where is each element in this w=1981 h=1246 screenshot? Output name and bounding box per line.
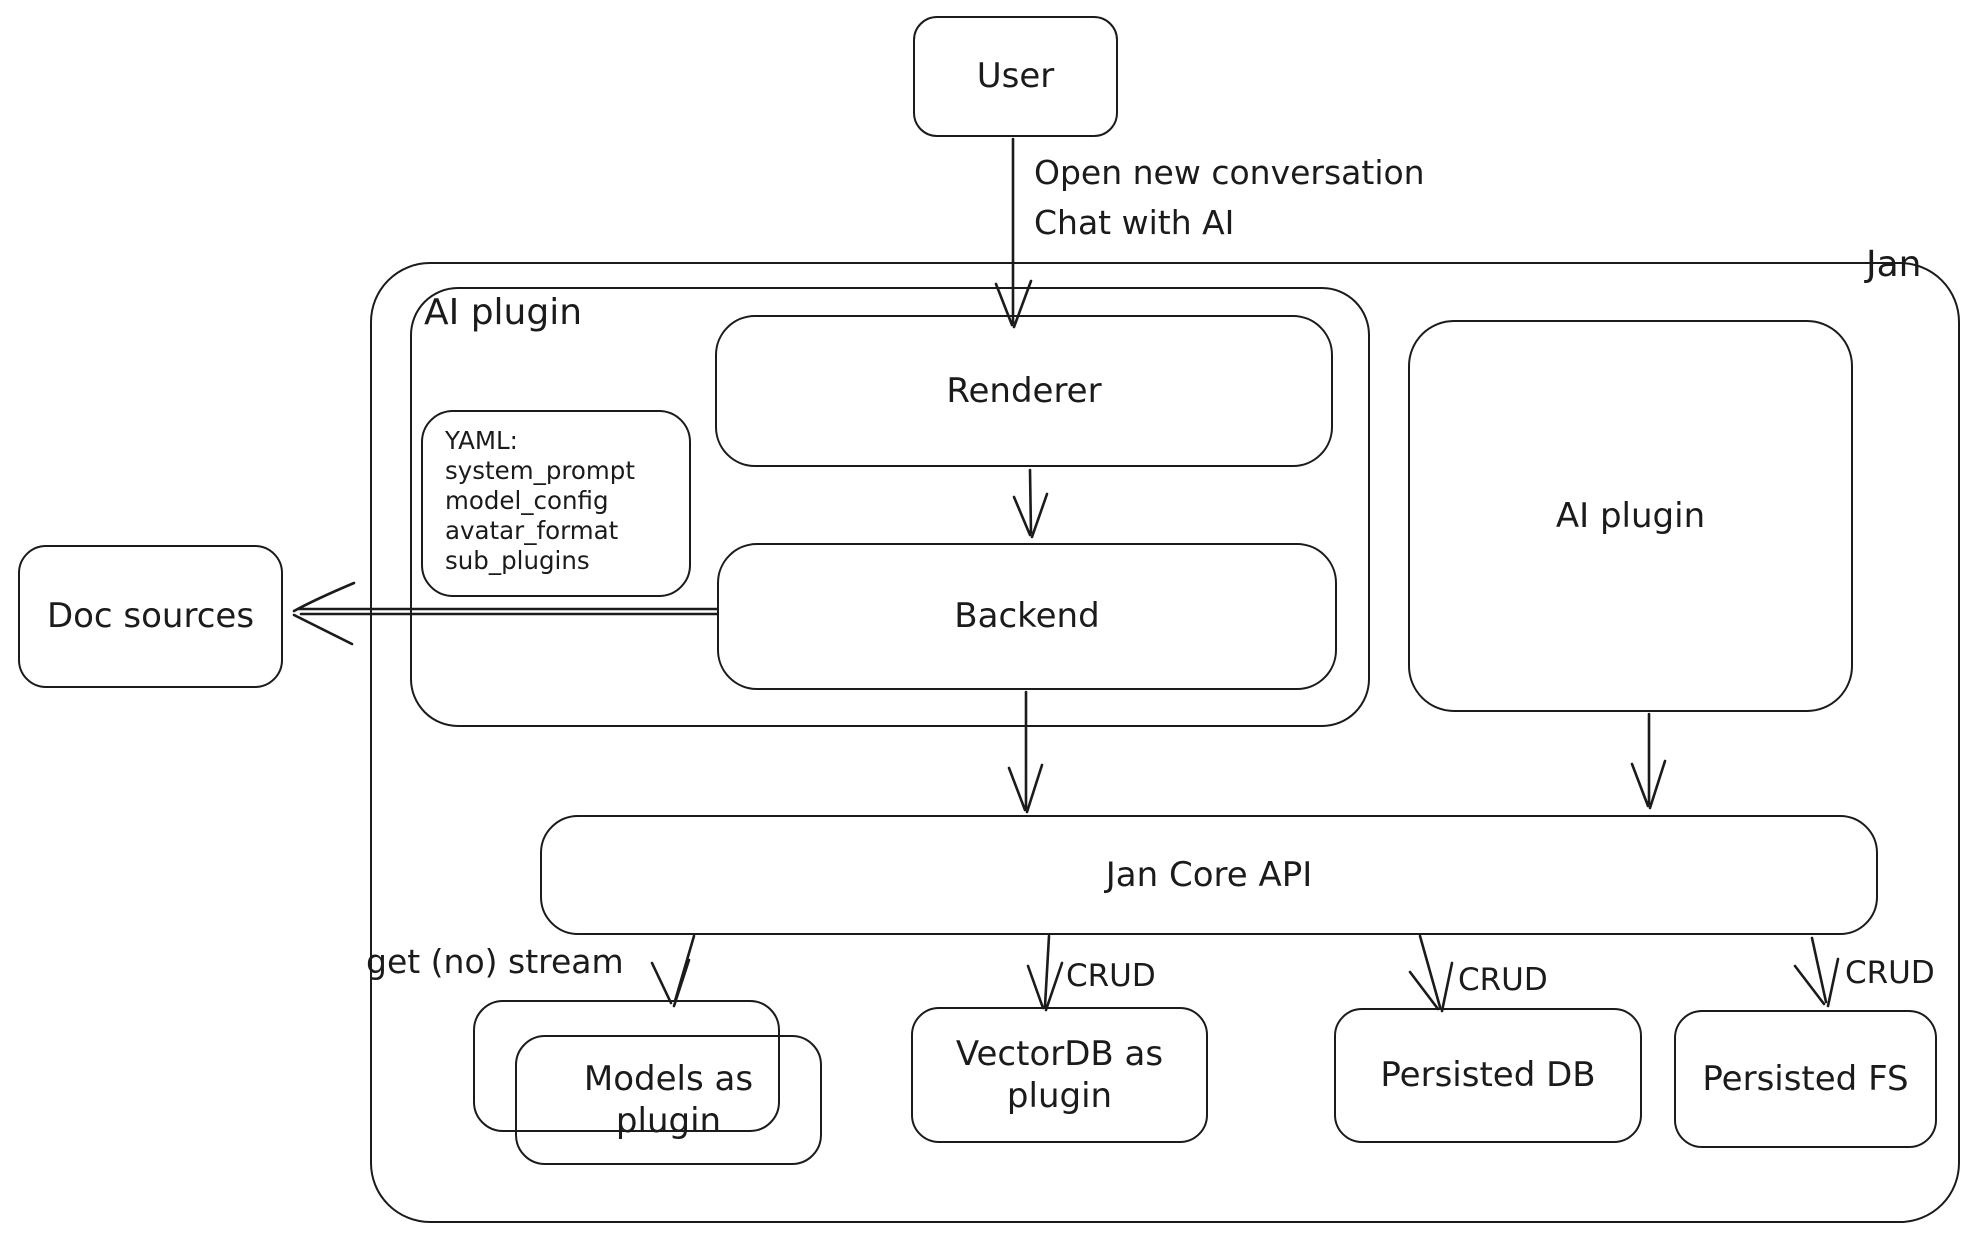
persisted-fs-node: Persisted FS [1674, 1010, 1937, 1148]
jan-core-api-node-label: Jan Core API [1105, 854, 1313, 895]
yaml-line: YAML: [445, 426, 518, 455]
ai-plugin-container-label: AI plugin [424, 292, 583, 333]
jan-container-box [370, 262, 1960, 1223]
user-node-label: User [976, 56, 1055, 97]
yaml-note-node: YAML: system_prompt model_config avatar_… [421, 410, 691, 597]
yaml-line: model_config [445, 486, 609, 515]
yaml-line: system_prompt [445, 456, 635, 485]
vectordb-plugin-node: VectorDB as plugin [911, 1007, 1208, 1143]
yaml-line: sub_plugins [445, 546, 590, 575]
persisted-fs-node-label: Persisted FS [1702, 1058, 1909, 1099]
persisted-db-node: Persisted DB [1334, 1008, 1642, 1143]
ai-plugin-right-node-label: AI plugin [1555, 495, 1706, 536]
ai-plugin-container-box [410, 287, 1370, 727]
user-to-renderer-edge-label: Open new conversation Chat with AI [1034, 148, 1425, 248]
edge-label-line: Chat with AI [1034, 203, 1235, 242]
api-to-vectordb-edge-label: CRUD [1066, 958, 1156, 994]
renderer-node: Renderer [715, 315, 1333, 467]
vectordb-plugin-node-label: VectorDB as plugin [955, 1033, 1164, 1117]
yaml-line: avatar_format [445, 516, 619, 545]
backend-node: Backend [717, 543, 1337, 690]
api-to-models-edge-label: get (no) stream [366, 942, 624, 981]
api-to-persisted-db-edge-label: CRUD [1458, 962, 1548, 998]
models-plugin-node: Models as plugin [515, 1035, 822, 1165]
doc-sources-node-label: Doc sources [46, 596, 255, 637]
api-to-persisted-fs-edge-label: CRUD [1845, 955, 1935, 991]
user-node: User [913, 16, 1118, 137]
edge-label-line: Open new conversation [1034, 153, 1425, 192]
ai-plugin-right-node: AI plugin [1408, 320, 1853, 712]
renderer-node-label: Renderer [946, 370, 1102, 411]
doc-sources-node: Doc sources [18, 545, 283, 688]
jan-container-label: Jan [1866, 244, 1922, 285]
models-plugin-node-label: Models as plugin [583, 1058, 754, 1142]
models-plugin-back-box [473, 1000, 780, 1132]
persisted-db-node-label: Persisted DB [1380, 1055, 1596, 1096]
jan-core-api-node: Jan Core API [540, 815, 1878, 935]
backend-node-label: Backend [954, 596, 1100, 637]
